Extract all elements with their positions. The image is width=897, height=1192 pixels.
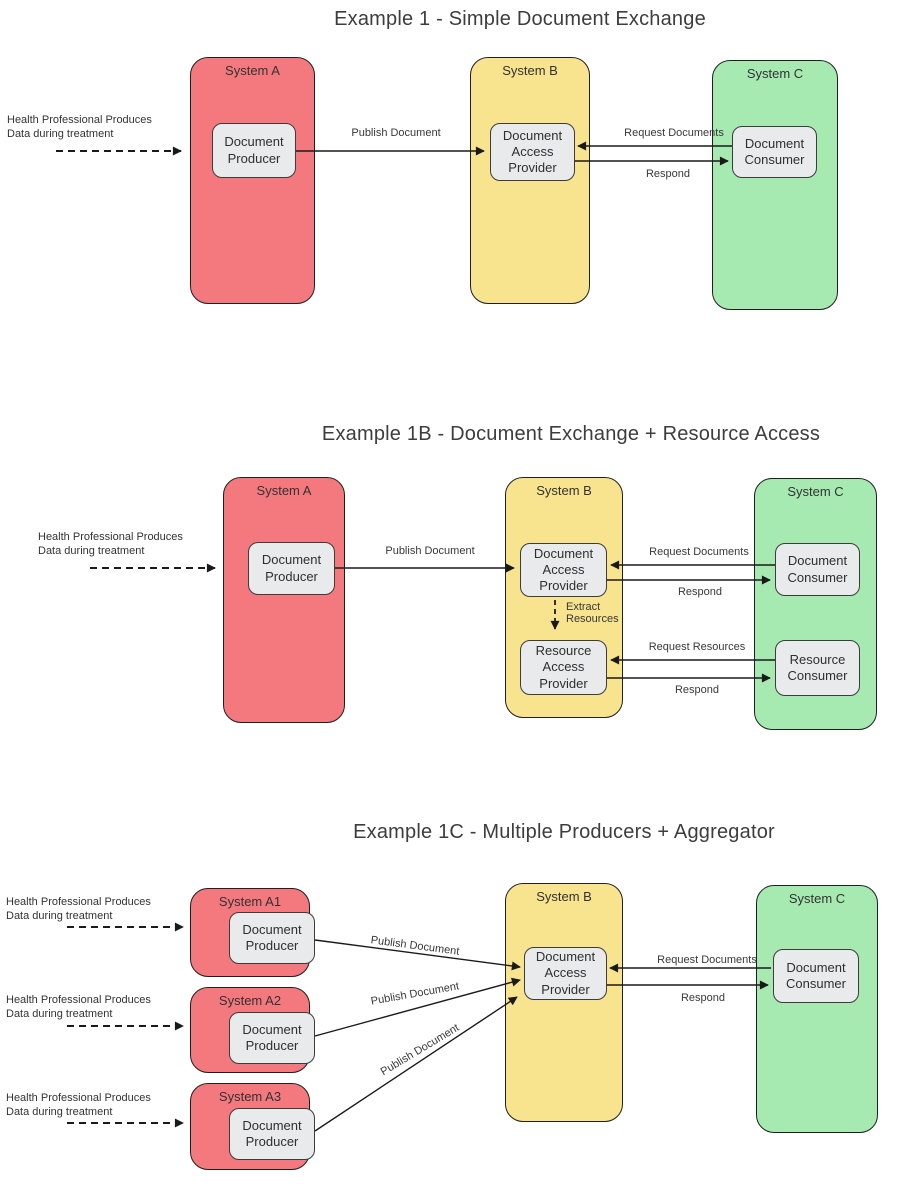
ex1-system-c-label: System C [746,66,804,81]
ex3-health-note-2: Health Professional Produces Data during… [6,994,151,1020]
ex2-request-documents-label: Request Documents [649,546,749,558]
ex2-health-note: Health Professional Produces Data during… [38,531,183,557]
ex1-system-a-label: System A [225,63,280,78]
ex3-document-producer-node-2: Document Producer [229,1012,315,1064]
ex1-document-access-provider-node: Document Access Provider [490,123,575,181]
ex3-document-access-provider-node: Document Access Provider [524,947,607,1000]
ex1-system-b-label: System B [502,63,558,78]
ex3-system-b-box: System B [505,883,623,1122]
ex3-system-a2-label: System A2 [218,993,282,1008]
ex3-health-note-1: Health Professional Produces Data during… [6,896,151,922]
ex1-system-a-box: System A [190,57,315,304]
ex2-system-a-box: System A [223,477,345,723]
ex2-publish-label: Publish Document [385,545,475,557]
ex2-resource-access-provider-node: Resource Access Provider [520,640,607,695]
ex1-health-note: Health Professional Produces Data during… [7,114,152,140]
ex3-request-label: Request Documents [657,954,757,966]
ex1-request-label: Request Documents [624,127,724,139]
ex1-publish-label: Publish Document [351,127,441,139]
ex2-system-a-label: System A [256,483,312,498]
ex3-respond-label: Respond [680,992,726,1004]
ex3-document-producer-node-1: Document Producer [229,912,315,964]
ex2-document-access-provider-node: Document Access Provider [520,543,607,597]
ex3-system-c-label: System C [788,891,846,906]
ex1-title: Example 1 - Simple Document Exchange [334,8,706,30]
ex1-system-c-box: System C [712,60,838,310]
ex3-system-c-box: System C [756,885,878,1133]
ex2-respond-documents-label: Respond [677,586,723,598]
ex1-respond-label: Respond [645,168,691,180]
ex1-document-producer-node: Document Producer [212,123,296,178]
ex2-system-c-label: System C [787,484,844,499]
ex3-system-b-label: System B [536,889,592,904]
ex3-document-consumer-node: Document Consumer [773,949,859,1003]
ex3-system-a3-label: System A3 [218,1089,282,1104]
ex3-title: Example 1C - Multiple Producers + Aggreg… [353,821,775,843]
ex2-request-resources-label: Request Resources [648,641,746,653]
ex3-system-a1-label: System A1 [218,894,282,909]
ex2-document-producer-node: Document Producer [248,542,335,595]
ex2-document-consumer-node: Document Consumer [775,543,860,596]
ex3-health-note-3: Health Professional Produces Data during… [6,1092,151,1118]
ex1-document-consumer-node: Document Consumer [732,126,817,178]
ex2-resource-consumer-node: Resource Consumer [775,640,860,696]
ex2-title: Example 1B - Document Exchange + Resourc… [321,423,821,445]
ex1-system-b-box: System B [470,57,590,304]
ex3-document-producer-node-3: Document Producer [229,1108,315,1160]
ex2-respond-resources-label: Respond [674,684,720,696]
ex2-extract-resources-label: Extract Resources [566,601,619,626]
ex2-system-b-label: System B [536,483,592,498]
